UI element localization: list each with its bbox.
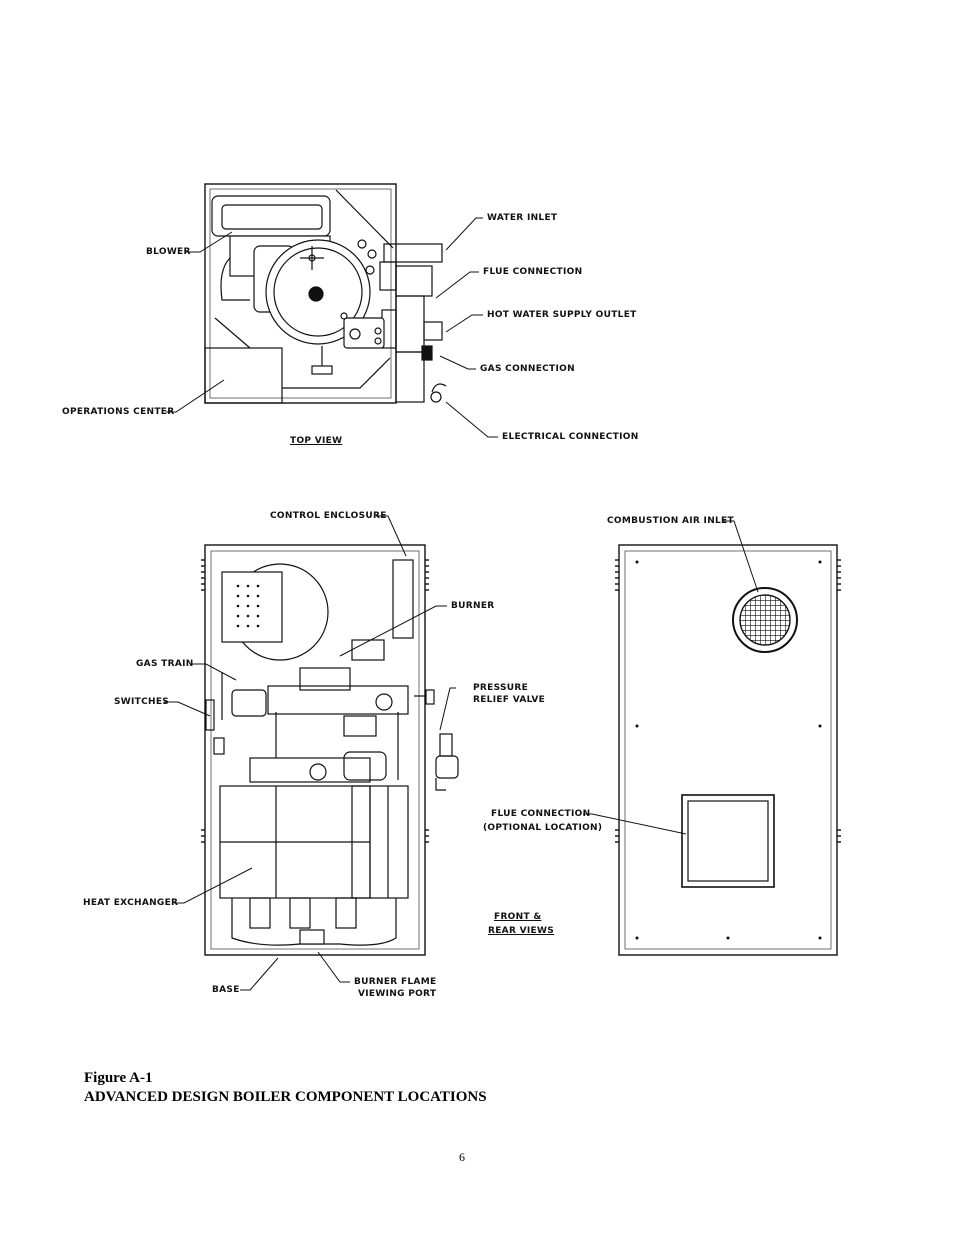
front-rear-view-title-line2: REAR VIEWS bbox=[488, 926, 554, 936]
label-heat-exchanger: HEAT EXCHANGER bbox=[83, 898, 179, 908]
figure-title: ADVANCED DESIGN BOILER COMPONENT LOCATIO… bbox=[84, 1089, 487, 1105]
label-operations-center: OPERATIONS CENTER bbox=[62, 407, 175, 417]
label-water-inlet: WATER INLET bbox=[487, 213, 558, 223]
label-blower: BLOWER bbox=[146, 247, 191, 257]
label-burner-flame-viewing-port-line1: BURNER FLAME bbox=[354, 977, 437, 987]
label-combustion-air-inlet: COMBUSTION AIR INLET bbox=[607, 516, 734, 526]
label-gas-connection: GAS CONNECTION bbox=[480, 364, 575, 374]
front-view-leaders bbox=[164, 515, 456, 991]
label-burner-flame-viewing-port-line2: VIEWING PORT bbox=[358, 989, 437, 999]
label-flue-connection-rear-line1: FLUE CONNECTION bbox=[491, 809, 591, 819]
page-number: 6 bbox=[459, 1150, 465, 1164]
top-view-drawing bbox=[204, 183, 447, 404]
top-view-title: TOP VIEW bbox=[290, 436, 343, 446]
label-base: BASE bbox=[212, 985, 240, 995]
label-switches: SWITCHES bbox=[114, 697, 170, 707]
label-pressure-relief-valve-line2: RELIEF VALVE bbox=[473, 695, 546, 705]
rear-view-leaders bbox=[583, 520, 759, 835]
front-rear-view-title-line1: FRONT & bbox=[494, 912, 542, 922]
front-view-drawing bbox=[201, 544, 459, 956]
figure-number: Figure A-1 bbox=[84, 1070, 153, 1086]
label-gas-train: GAS TRAIN bbox=[136, 659, 194, 669]
label-control-enclosure: CONTROL ENCLOSURE bbox=[270, 511, 387, 521]
top-view-leaders bbox=[166, 217, 498, 438]
label-flue-connection-top: FLUE CONNECTION bbox=[483, 267, 583, 277]
label-electrical-connection: ELECTRICAL CONNECTION bbox=[502, 432, 639, 442]
label-flue-connection-rear-line2: (OPTIONAL LOCATION) bbox=[483, 823, 603, 833]
label-pressure-relief-valve-line1: PRESSURE bbox=[473, 683, 529, 693]
rear-view-drawing bbox=[615, 544, 841, 956]
label-hot-water-supply-outlet: HOT WATER SUPPLY OUTLET bbox=[487, 310, 637, 320]
label-burner: BURNER bbox=[451, 601, 495, 611]
